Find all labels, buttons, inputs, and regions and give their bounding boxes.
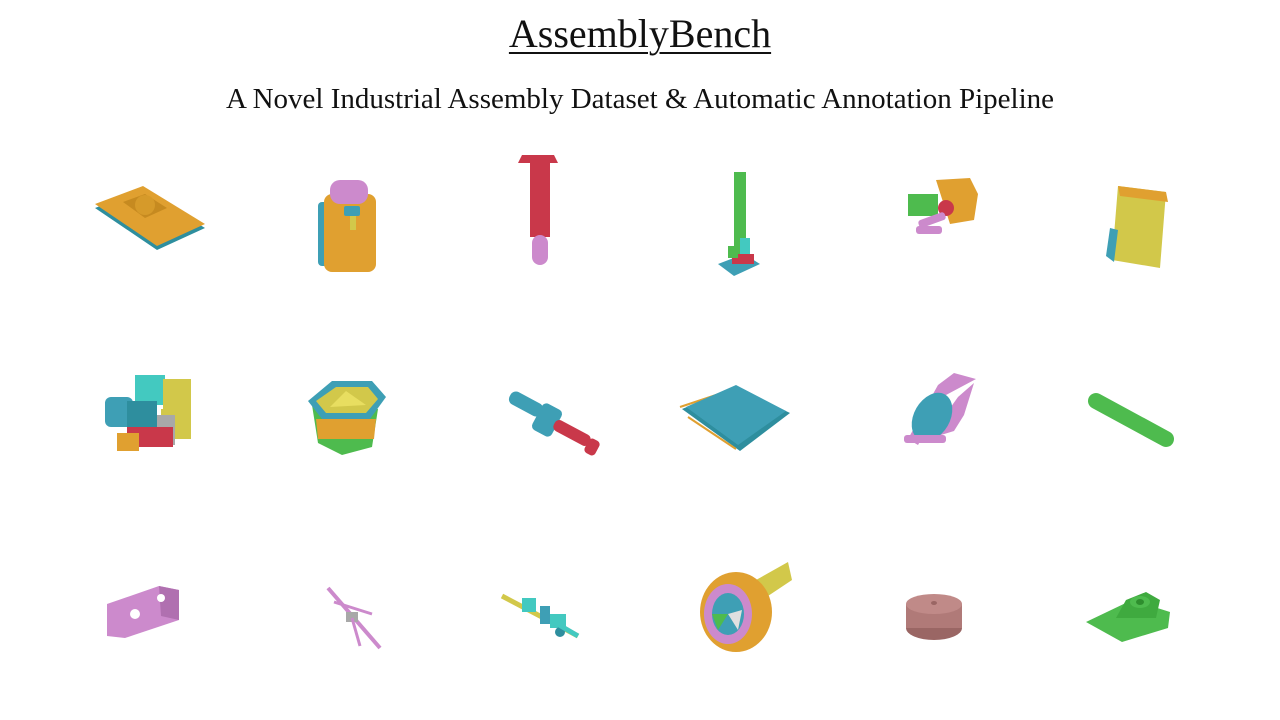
assembly-item-clamp[interactable] — [858, 150, 1028, 300]
assembly-item-cube[interactable] — [65, 335, 235, 485]
assembly-item-container[interactable] — [262, 150, 432, 300]
green-rod-icon — [1088, 393, 1174, 447]
flat-tray-icon — [679, 385, 790, 451]
assembly-item-rod[interactable] — [1056, 335, 1226, 485]
clamp-mechanism-icon — [908, 178, 978, 234]
assembly-item-syringe[interactable] — [456, 145, 626, 295]
shaft-coupling-icon — [508, 391, 600, 456]
container-housing-icon — [318, 180, 376, 272]
syringe-rod-icon — [518, 155, 558, 265]
assembly-item-wheel[interactable] — [652, 540, 822, 690]
gear-axle-icon — [500, 593, 580, 639]
yellow-panel-icon — [1106, 186, 1168, 268]
wheel-hub-icon — [700, 562, 792, 652]
assembly-item-bracket[interactable] — [65, 540, 235, 690]
assembly-item-mount[interactable] — [1056, 540, 1226, 690]
assembly-item-pole[interactable] — [652, 150, 822, 300]
cube-puzzle-icon — [105, 375, 191, 451]
page-subtitle: A Novel Industrial Assembly Dataset & Au… — [225, 83, 1054, 115]
title-text: AssemblyBench — [508, 11, 772, 56]
assembly-item-gear-axle[interactable] — [456, 540, 626, 690]
assembly-item-hexbox[interactable] — [262, 335, 432, 485]
small-linkage-icon — [326, 586, 382, 650]
page-title: AssemblyBench — [0, 8, 1280, 60]
assembly-item-panel[interactable] — [1056, 150, 1226, 300]
vertical-pole-icon — [718, 172, 760, 276]
bracket-block-icon — [107, 586, 179, 638]
green-mount-icon — [1086, 592, 1170, 642]
spring-clip-icon — [904, 373, 976, 445]
assembly-item-puck[interactable] — [858, 540, 1028, 690]
assembly-item-clip[interactable] — [858, 335, 1028, 485]
puck-disk-icon — [906, 594, 962, 640]
assembly-item-plate[interactable] — [65, 150, 235, 300]
assembly-item-linkage[interactable] — [262, 540, 432, 690]
assembly-item-tray[interactable] — [652, 335, 822, 485]
assembly-item-shaft[interactable] — [456, 335, 626, 485]
plate-board-icon — [95, 186, 205, 250]
hexagon-box-icon — [308, 381, 386, 455]
